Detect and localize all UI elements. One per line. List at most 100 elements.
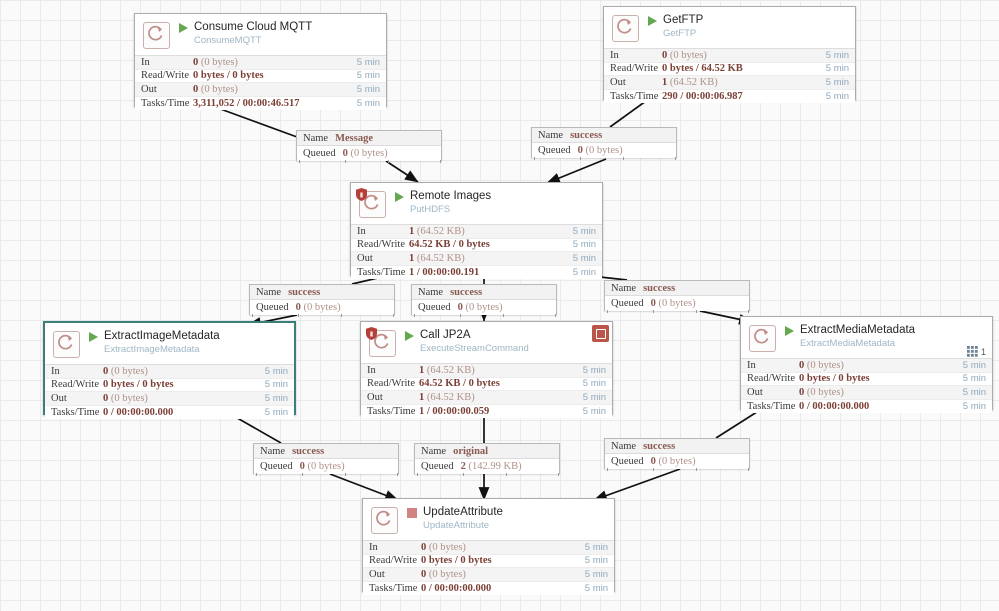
connection-handle[interactable]: [463, 473, 464, 476]
cluster-node-count: 1: [966, 346, 986, 357]
connection-handle[interactable]: [388, 160, 389, 163]
connection-handle[interactable]: [748, 310, 749, 313]
connection-line[interactable]: [609, 100, 647, 128]
stat-label: Tasks/Time: [367, 405, 416, 417]
stat-value-number: 0: [193, 83, 199, 95]
connection-handle[interactable]: [298, 314, 299, 317]
connection-queued-label: Queued: [421, 461, 454, 472]
stat-label: Read/Write: [141, 70, 189, 82]
connection-handle[interactable]: [341, 314, 342, 317]
stat-value: 0 bytes / 0 bytes: [421, 555, 585, 566]
connection-handle[interactable]: [696, 310, 697, 313]
stat-timeframe: 5 min: [572, 225, 596, 237]
connection-handle[interactable]: [580, 157, 581, 160]
connection-line[interactable]: [546, 158, 607, 184]
bulletin-indicator-icon[interactable]: [592, 325, 609, 342]
connection-handle[interactable]: [252, 314, 253, 317]
processor-icon: [53, 331, 80, 358]
connection-drag-handles[interactable]: [415, 473, 559, 476]
play-icon[interactable]: [405, 331, 414, 341]
play-icon[interactable]: [648, 16, 657, 26]
connection-handle[interactable]: [440, 160, 441, 163]
stat-label: Tasks/Time: [141, 97, 190, 109]
connection-handle[interactable]: [299, 160, 300, 163]
connection-handle[interactable]: [623, 157, 624, 160]
processor-name: Remote Images: [410, 190, 492, 202]
play-icon[interactable]: [785, 326, 794, 336]
connection-handle[interactable]: [607, 310, 608, 313]
connection-handle[interactable]: [503, 314, 504, 317]
connection-drag-handles[interactable]: [605, 468, 749, 471]
play-icon[interactable]: [395, 192, 404, 202]
connection-drag-handles[interactable]: [532, 157, 676, 160]
connection-handle[interactable]: [653, 310, 654, 313]
stat-timeframe: 5 min: [825, 63, 849, 75]
connection-handle[interactable]: [748, 468, 749, 471]
connection-line[interactable]: [231, 414, 282, 444]
play-icon[interactable]: [179, 23, 188, 33]
connection-drag-handles[interactable]: [412, 314, 556, 317]
connection-drag-handles[interactable]: [250, 314, 394, 317]
stat-label: In: [369, 541, 378, 553]
connection-handle[interactable]: [256, 473, 257, 476]
connection-handle[interactable]: [414, 314, 415, 317]
connection-line[interactable]: [715, 409, 761, 439]
connection-drag-handles[interactable]: [254, 473, 398, 476]
connection-handle[interactable]: [460, 314, 461, 317]
connection-handle[interactable]: [555, 314, 556, 317]
connection-handle[interactable]: [675, 157, 676, 160]
stat-value-detail: (64.52 KB): [667, 76, 718, 88]
processor-name: UpdateAttribute: [423, 506, 503, 518]
stat-timeframe: 5 min: [356, 97, 380, 109]
play-icon[interactable]: [89, 332, 98, 342]
connection-line[interactable]: [385, 160, 419, 183]
connection-handle[interactable]: [696, 468, 697, 471]
connection-handle[interactable]: [534, 157, 535, 160]
connection-handle[interactable]: [345, 473, 346, 476]
connection-name-label: Name: [421, 445, 447, 457]
stat-value: 0 / 00:00:00.000: [421, 583, 585, 594]
connection-drag-handles[interactable]: [297, 160, 441, 163]
connection-line[interactable]: [329, 473, 399, 501]
connection-name-value: original: [453, 445, 489, 457]
connection-handle[interactable]: [558, 473, 559, 476]
connection-handle[interactable]: [393, 314, 394, 317]
stat-timeframe: 5 min: [264, 365, 288, 377]
connection-queued-value: 0 (0 bytes): [299, 461, 345, 472]
connection-name-value: success: [288, 286, 321, 298]
stat-label: Out: [369, 568, 385, 580]
connection-line[interactable]: [593, 468, 681, 501]
connection-handle[interactable]: [397, 473, 398, 476]
connection-handle[interactable]: [417, 473, 418, 476]
connection-handle[interactable]: [506, 473, 507, 476]
connection-drag-handles[interactable]: [605, 310, 749, 313]
connection-handle[interactable]: [607, 468, 608, 471]
stop-icon[interactable]: [407, 508, 417, 518]
processor-icon: [143, 22, 170, 49]
connection-handle[interactable]: [302, 473, 303, 476]
connection-line[interactable]: [214, 106, 298, 138]
connection-handle[interactable]: [653, 468, 654, 471]
connection-handle[interactable]: [345, 160, 346, 163]
